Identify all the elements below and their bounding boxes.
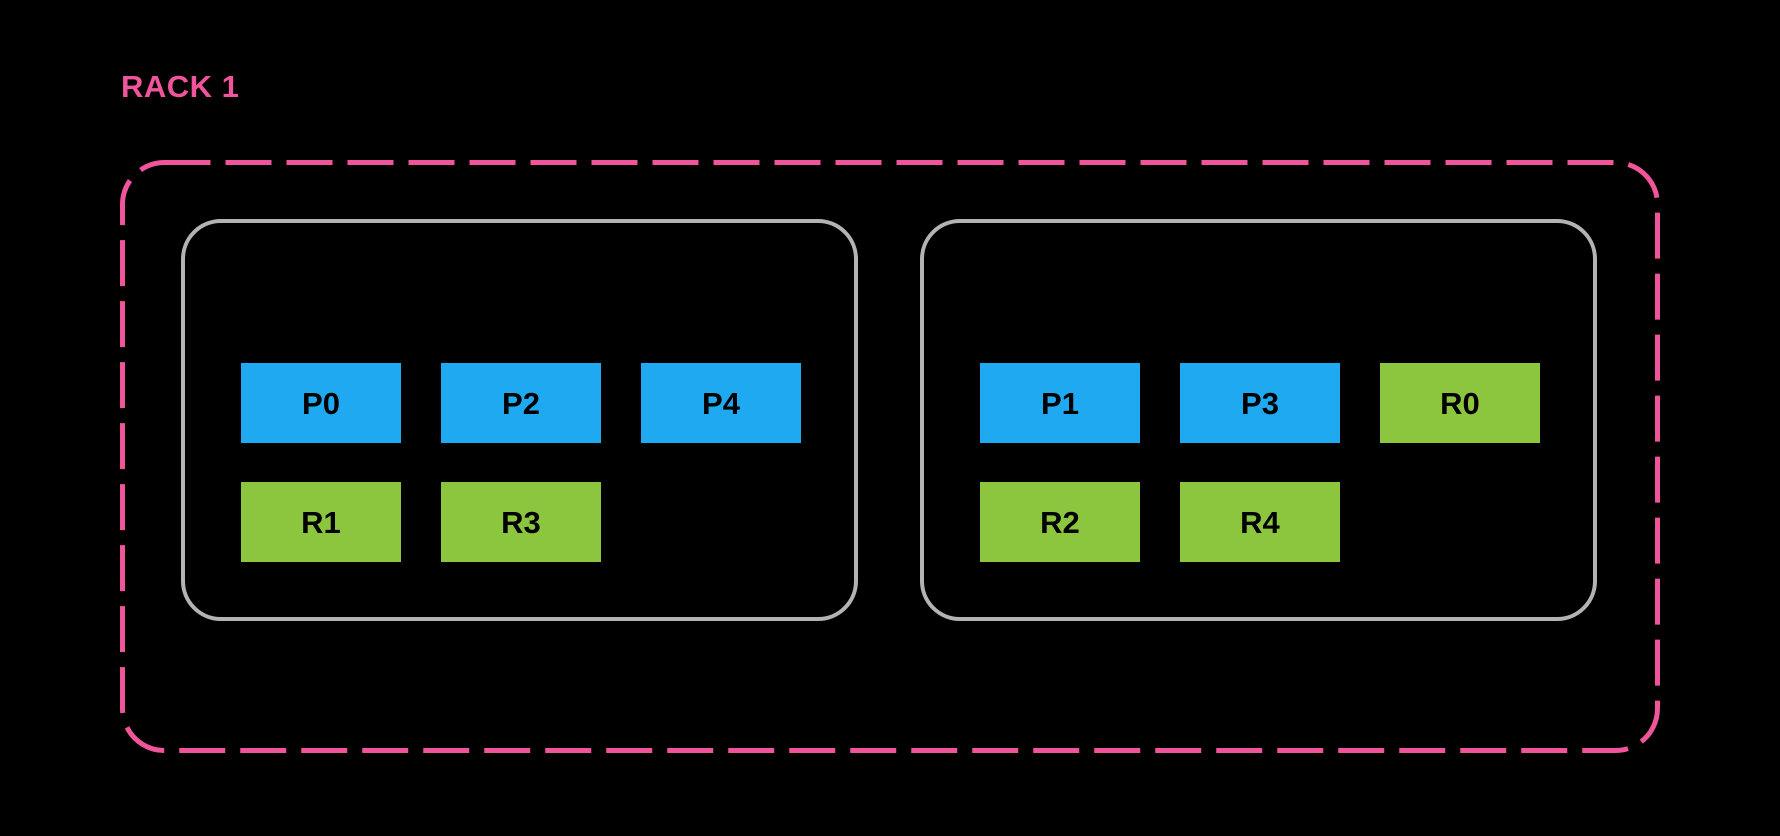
- shard-slot-r0: R0: [1380, 363, 1540, 443]
- shard-slot-p3: P3: [1180, 363, 1340, 443]
- shard-slot-r2: R2: [980, 482, 1140, 562]
- shard-slot-p1: P1: [980, 363, 1140, 443]
- node-container-left: P0 P2 P4 R1 R3: [181, 219, 858, 621]
- shard-slot-p0: P0: [241, 363, 401, 443]
- shard-slot-r3: R3: [441, 482, 601, 562]
- shard-slot-r4: R4: [1180, 482, 1340, 562]
- shard-slot-p4: P4: [641, 363, 801, 443]
- rack-title: RACK 1: [121, 69, 240, 104]
- rack-boundary-rect: [120, 160, 1660, 753]
- node-container-right: P1 P3 R0 R2 R4: [920, 219, 1597, 621]
- shard-slot-r1: R1: [241, 482, 401, 562]
- shard-slot-p2: P2: [441, 363, 601, 443]
